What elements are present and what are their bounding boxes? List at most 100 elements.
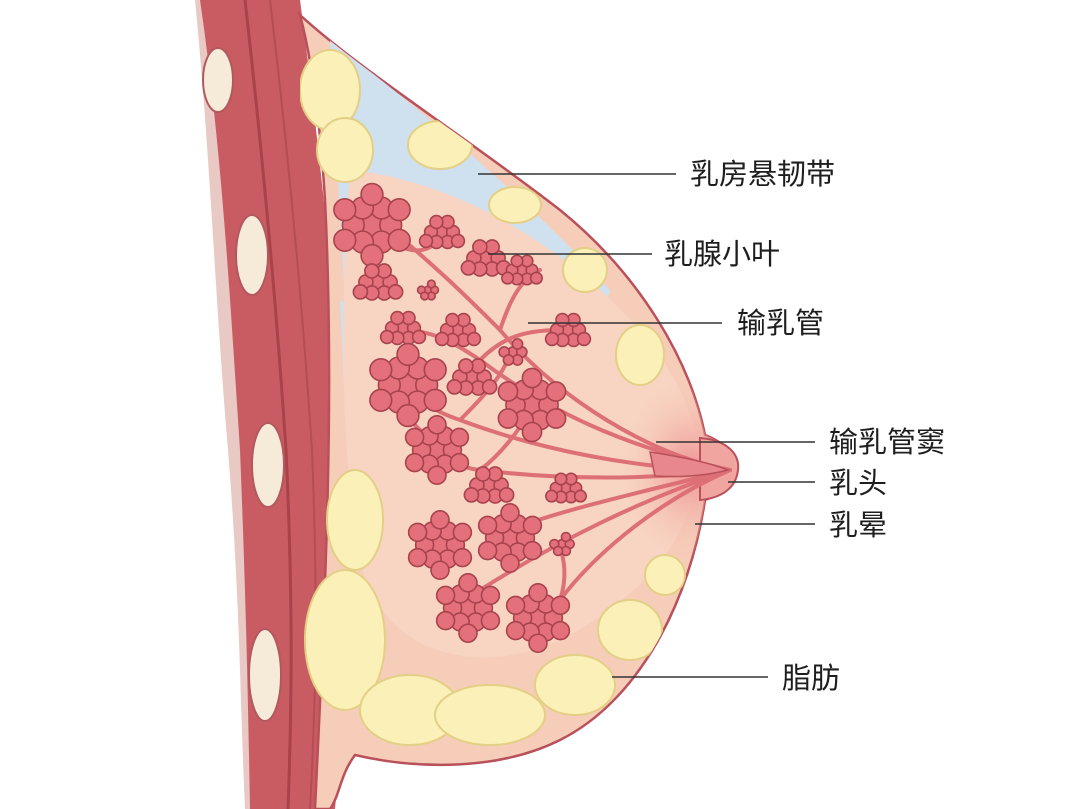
acinus [423,388,447,412]
acinus [387,198,411,222]
acinus [452,547,473,568]
acinus [480,585,501,606]
lobule-cluster [477,503,543,573]
acinus [505,620,526,641]
acinus [387,228,411,252]
acinus [545,489,559,503]
lobule-cluster [418,214,466,250]
lactiferous-sinus [649,451,731,478]
acinus [452,522,473,543]
acinus [429,214,444,230]
lobule-cluster [463,466,515,504]
acinus [407,547,428,568]
acinus [560,531,572,543]
acinus [502,354,515,366]
acinus [420,291,430,301]
acinus [435,585,456,606]
lobule-cluster [501,254,543,286]
acinus [481,379,498,395]
acinus [390,310,405,326]
acinus [379,329,395,345]
label-suspensory-ligament: 乳房悬韧带 [690,157,835,191]
label-lobule: 乳腺小叶 [664,237,780,271]
acinus [471,239,488,255]
acinus [407,522,428,543]
acinus [510,254,524,268]
acinus [426,279,436,289]
acinus [522,540,543,561]
lobule-cluster [352,263,404,301]
acinus [521,421,543,443]
acinus [352,284,369,300]
acinus [550,595,571,616]
acinus [545,408,567,429]
acinus [387,284,404,300]
acinus [360,182,384,207]
rib-sections [202,47,285,722]
label-nipple: 乳头 [829,466,887,500]
acinus [498,487,515,503]
label-areola: 乳晕 [829,508,887,542]
acinus [369,388,393,412]
acinus [404,452,425,473]
acinus [500,553,520,573]
acinus [480,610,501,631]
acinus [458,623,478,643]
acinus [477,540,498,561]
acinus [554,472,568,486]
lobule-cluster [505,583,571,653]
lobule-cluster [446,358,498,396]
acinus [333,228,357,252]
acinus [521,367,543,389]
acinus [333,198,357,222]
lobule-cluster [498,338,528,366]
acinus [427,415,447,435]
acinus [544,331,560,347]
lobule-cluster [435,573,501,643]
acinus [500,503,520,523]
leader-lines [478,173,815,678]
lobule-cluster [379,310,427,346]
acinus [457,358,474,374]
acinus [550,620,571,641]
label-fat: 脂肪 [782,661,840,695]
acinus [522,515,543,536]
acinus [528,633,548,653]
acinus [369,358,393,382]
acinus [450,233,466,249]
lobule-cluster [434,312,482,348]
acinus [552,545,564,557]
acinus [430,510,450,530]
acinus [449,452,470,473]
acinus [555,312,570,328]
acinus [449,427,470,448]
mammary-lobules [333,182,592,653]
acinus [445,312,460,328]
acinus [434,331,450,347]
acinus [430,560,450,580]
acinus [497,408,519,429]
acinus [446,379,463,395]
acinus [529,271,543,285]
acinus [363,263,380,279]
lobule-cluster [416,279,440,301]
lobule-cluster [404,415,470,485]
acinus [463,487,480,503]
acinus [477,515,498,536]
acinus [511,338,524,350]
acinus [497,381,519,402]
acinus [396,403,420,428]
acinus [460,260,477,276]
acinus [501,271,515,285]
fat-tissue [300,49,686,746]
acinus [458,573,478,593]
acinus [396,342,420,367]
acinus [418,233,434,249]
labels: 乳房悬韧带 乳腺小叶 输乳管 输乳管窦 乳头 乳晕 脂肪 [664,157,945,695]
acinus [474,466,491,482]
acinus [466,331,482,347]
acinus [576,331,592,347]
label-sinus: 输乳管窦 [829,425,945,459]
lobule-cluster [407,510,473,580]
acinus [528,583,548,603]
